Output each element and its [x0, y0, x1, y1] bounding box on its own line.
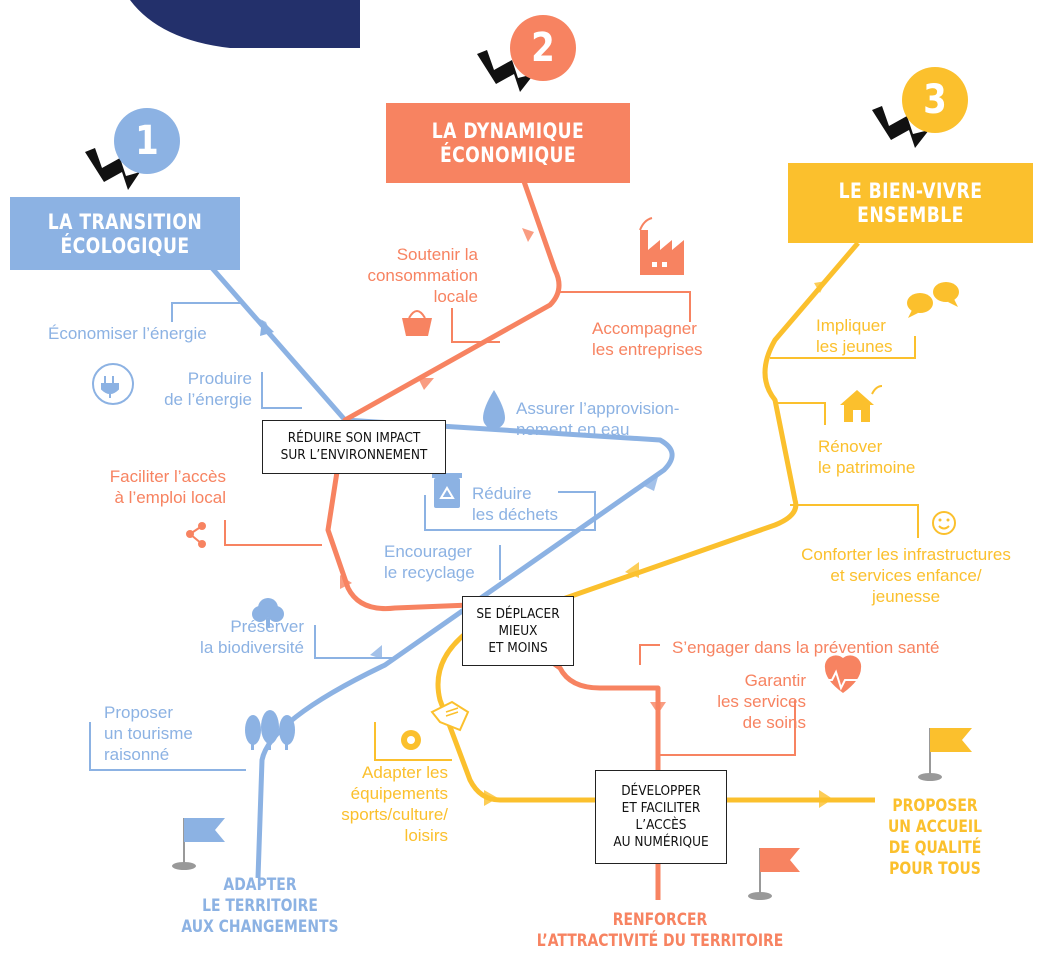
red-route [325, 169, 661, 900]
book-icon [430, 700, 470, 732]
basket-icon [402, 310, 432, 336]
node-se-deplacer: SE DÉPLACER MIEUX ET MOINS [462, 596, 574, 666]
action-approvisionnement-eau: Assurer l’approvision- nement en eau [516, 399, 680, 439]
action-prevention-sante: S’engager dans la prévention santé [672, 638, 940, 657]
goal-attractivite: RENFORCER L’ATTRACTIVITÉ DU TERRITOIRE [536, 910, 784, 951]
number-circle-2 [510, 15, 576, 81]
action-services-soins: Garantir les services de soins [717, 671, 806, 732]
action-preserver-biodiversite: Préserver la biodiversité [200, 617, 304, 657]
pillar-number-2: 2 [531, 25, 555, 71]
action-tourisme-raisonne: Proposer un tourisme raisonné [104, 703, 193, 764]
goal-adapter-territoire: ADAPTER LE TERRITOIRE AUX CHANGEMENTS [181, 875, 339, 937]
action-renover-patrimoine: Rénover le patrimoine [818, 437, 916, 477]
pillar-1-box [10, 197, 240, 270]
direction-arrows [258, 228, 833, 808]
action-infrastructures-enfance: Conforter les infrastructures et service… [801, 545, 1011, 606]
flag-icon [918, 728, 972, 781]
water-drop-icon [483, 390, 505, 429]
bolt-marks [85, 50, 929, 190]
action-reduire-dechets: Réduire les déchets [472, 484, 558, 524]
goal-accueil: PROPOSER UN ACCUEIL DE QUALITÉ POUR TOUS [887, 796, 982, 879]
factory-icon [639, 217, 684, 275]
number-circle-3 [902, 67, 968, 133]
forest-icon [245, 710, 295, 750]
pillar-title-bien-vivre: LE BIEN-VIVRE ENSEMBLE [838, 179, 983, 227]
branch-connectors [89, 291, 919, 771]
pillar-title-ecologique: LA TRANSITION ÉCOLOGIQUE [47, 209, 203, 258]
action-adapter-equipements: Adapter les équipements sports/culture/ … [341, 763, 448, 845]
pillar-3-box [788, 163, 1033, 243]
action-accompagner-entreprises: Accompagner les entreprises [592, 319, 703, 359]
pillar-title-economique: LA DYNAMIQUE ÉCONOMIQUE [431, 119, 585, 167]
action-produire-energie: Produire de l’énergie [164, 369, 252, 409]
plug-icon [92, 363, 134, 405]
tree-icon [252, 598, 284, 628]
action-faciliter-emploi: Faciliter l’accès à l’emploi local [109, 467, 226, 507]
recycle-bin-icon [432, 473, 462, 508]
node-numerique: DÉVELOPPER ET FACILITER L’ACCÈS AU NUMÉR… [595, 770, 727, 864]
ball-icon [401, 730, 421, 750]
pillar-number-1: 1 [135, 118, 159, 164]
node-reduire-impact: RÉDUIRE SON IMPACT SUR L’ENVIRONNEMENT [262, 420, 446, 474]
action-impliquer-jeunes: Impliquer les jeunes [816, 316, 893, 356]
action-economiser-energie: Économiser l’énergie [48, 324, 207, 343]
action-encourager-recyclage: Encourager le recyclage [384, 542, 475, 582]
number-circle-1 [114, 108, 180, 174]
share-icon [186, 522, 206, 548]
corner-shape [130, 0, 360, 48]
heart-pulse-icon [818, 655, 866, 693]
smiley-icon [932, 511, 956, 535]
house-icon [840, 385, 883, 422]
chat-bubbles-icon [907, 282, 959, 318]
flag-icon [172, 818, 225, 870]
pillar-number-3: 3 [923, 77, 947, 123]
action-soutenir-consommation: Soutenir la consommation locale [367, 245, 478, 306]
flag-icon [748, 848, 800, 900]
pillar-2-box [386, 103, 630, 183]
